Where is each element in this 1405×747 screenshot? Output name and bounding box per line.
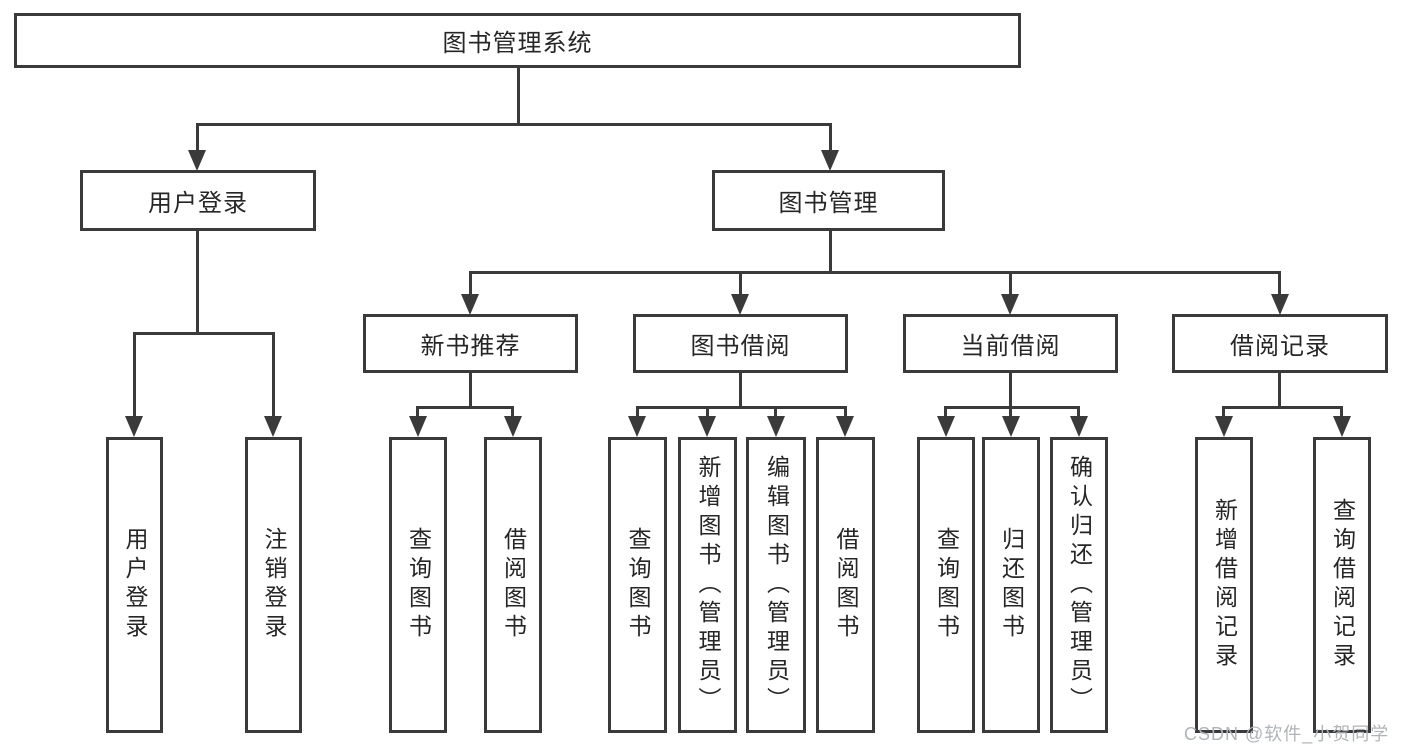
connector-line (636, 406, 639, 419)
leaf-label: 注销登录 (261, 527, 287, 643)
arrow-down-icon (461, 294, 479, 315)
arrow-down-icon (836, 416, 854, 437)
arrow-down-icon (409, 416, 427, 437)
connector-line (133, 332, 136, 418)
arrow-down-icon (1215, 416, 1233, 437)
node-user-login: 用户登录 (80, 170, 316, 231)
leaf-query-books-borrow: 查询图书 (608, 437, 667, 733)
connector-line (945, 406, 1080, 409)
connector-line (196, 123, 199, 154)
leaf-user-login: 用户登录 (106, 437, 163, 733)
node-book-management-label: 图书管理 (778, 190, 879, 217)
node-new-book-recommend: 新书推荐 (363, 314, 578, 373)
leaf-borrow-books-recommend: 借阅图书 (484, 437, 542, 733)
connector-line (1278, 373, 1281, 409)
leaf-add-borrow-record: 新增借阅记录 (1195, 437, 1253, 733)
leaf-query-borrow-record: 查询借阅记录 (1313, 437, 1371, 733)
leaf-label: 查询借阅记录 (1329, 498, 1356, 672)
node-borrow-records: 借阅记录 (1172, 314, 1388, 373)
connector-line (844, 406, 847, 419)
connector-line (469, 373, 472, 409)
connector-line (196, 231, 199, 335)
leaf-label: 确认归还（管理员） (1066, 454, 1093, 716)
leaf-edit-books-admin: 编辑图书（管理员） (746, 437, 806, 733)
connector-line (739, 373, 742, 409)
arrow-down-icon (1070, 416, 1088, 437)
connector-line (417, 406, 514, 409)
leaf-label: 编辑图书（管理员） (763, 454, 790, 716)
connector-line (1009, 406, 1012, 419)
arrow-down-icon (821, 150, 839, 171)
node-book-borrow: 图书借阅 (633, 314, 848, 373)
leaf-label: 新增借阅记录 (1211, 498, 1238, 672)
leaf-query-books-recommend: 查询图书 (389, 437, 447, 733)
leaf-label: 借阅图书 (833, 527, 859, 643)
connector-line (944, 406, 947, 419)
connector-line (1223, 406, 1343, 409)
connector-line (774, 406, 777, 419)
connector-line (636, 406, 847, 409)
node-current-borrow: 当前借阅 (903, 314, 1118, 373)
connector-line (706, 406, 709, 419)
arrow-down-icon (125, 416, 143, 437)
connector-line (196, 123, 832, 126)
node-book-management: 图书管理 (712, 170, 945, 231)
node-book-borrow-label: 图书借阅 (690, 333, 791, 360)
leaf-label: 归还图书 (998, 527, 1025, 643)
arrow-down-icon (937, 416, 955, 437)
arrow-down-icon (1271, 294, 1289, 315)
leaf-return-books: 归还图书 (982, 437, 1040, 733)
connector-line (133, 332, 275, 335)
connector-line (1278, 271, 1281, 297)
connector-line (517, 68, 520, 125)
connector-line (511, 406, 514, 419)
connector-line (469, 271, 472, 297)
connector-line (272, 332, 275, 418)
node-current-borrow-label: 当前借阅 (960, 333, 1061, 360)
arrow-down-icon (1001, 294, 1019, 315)
arrow-down-icon (628, 416, 646, 437)
leaf-label: 新增图书（管理员） (695, 454, 721, 716)
leaf-label: 查询图书 (625, 527, 651, 643)
arrow-down-icon (698, 416, 716, 437)
leaf-confirm-return-admin: 确认归还（管理员） (1050, 437, 1108, 733)
leaf-label: 查询图书 (405, 527, 432, 643)
connector-line (829, 123, 832, 154)
leaf-label: 查询图书 (933, 527, 960, 643)
arrow-down-icon (264, 416, 282, 437)
leaf-logout: 注销登录 (245, 437, 302, 733)
leaf-add-books-admin: 新增图书（管理员） (678, 437, 737, 733)
leaf-label: 借阅图书 (500, 527, 527, 643)
node-root-label: 图书管理系统 (442, 30, 593, 57)
arrow-down-icon (1333, 416, 1351, 437)
connector-line (829, 231, 832, 273)
arrow-down-icon (1002, 416, 1020, 437)
connector-line (1340, 406, 1343, 419)
node-root: 图书管理系统 (14, 13, 1021, 68)
watermark: CSDN @软件_小贺同学 (1184, 724, 1390, 744)
connector-line (1009, 271, 1012, 297)
node-new-book-recommend-label: 新书推荐 (420, 333, 521, 360)
connector-line (739, 271, 742, 297)
node-borrow-records-label: 借阅记录 (1230, 333, 1330, 360)
node-user-login-label: 用户登录 (148, 190, 248, 217)
arrow-down-icon (188, 150, 206, 171)
arrow-down-icon (731, 294, 749, 315)
connector-line (1009, 373, 1012, 409)
leaf-label: 用户登录 (122, 527, 148, 643)
connector-line (1077, 406, 1080, 419)
arrow-down-icon (504, 416, 522, 437)
leaf-query-books-current: 查询图书 (917, 437, 975, 733)
leaf-borrow-books: 借阅图书 (816, 437, 875, 733)
connector-line (1222, 406, 1225, 419)
arrow-down-icon (767, 416, 785, 437)
connector-line (469, 271, 1281, 274)
connector-line (416, 406, 419, 419)
